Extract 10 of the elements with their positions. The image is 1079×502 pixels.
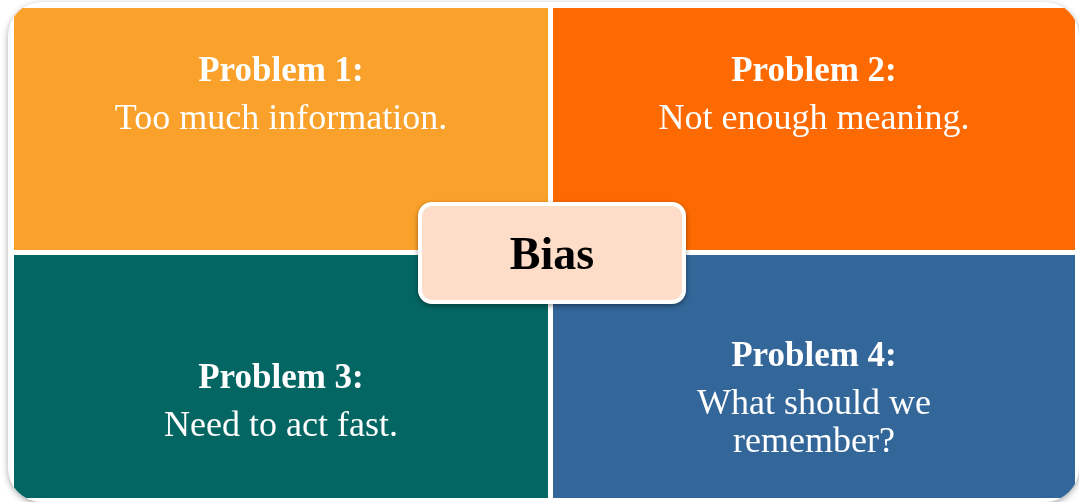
- problem-description: Too much information.: [113, 98, 449, 136]
- problem-heading: Problem 1:: [197, 50, 365, 90]
- problem-description: What should we remember?: [696, 383, 932, 459]
- center-box: [418, 202, 686, 304]
- problem-description: Not enough meaning.: [657, 98, 971, 136]
- center-label: Bias: [509, 226, 595, 280]
- problem-heading: Problem 3:: [197, 357, 365, 397]
- problem-heading: Problem 4:: [730, 335, 898, 375]
- problem-heading: Problem 2:: [730, 50, 898, 90]
- problem-description: Need to act fast.: [163, 405, 399, 443]
